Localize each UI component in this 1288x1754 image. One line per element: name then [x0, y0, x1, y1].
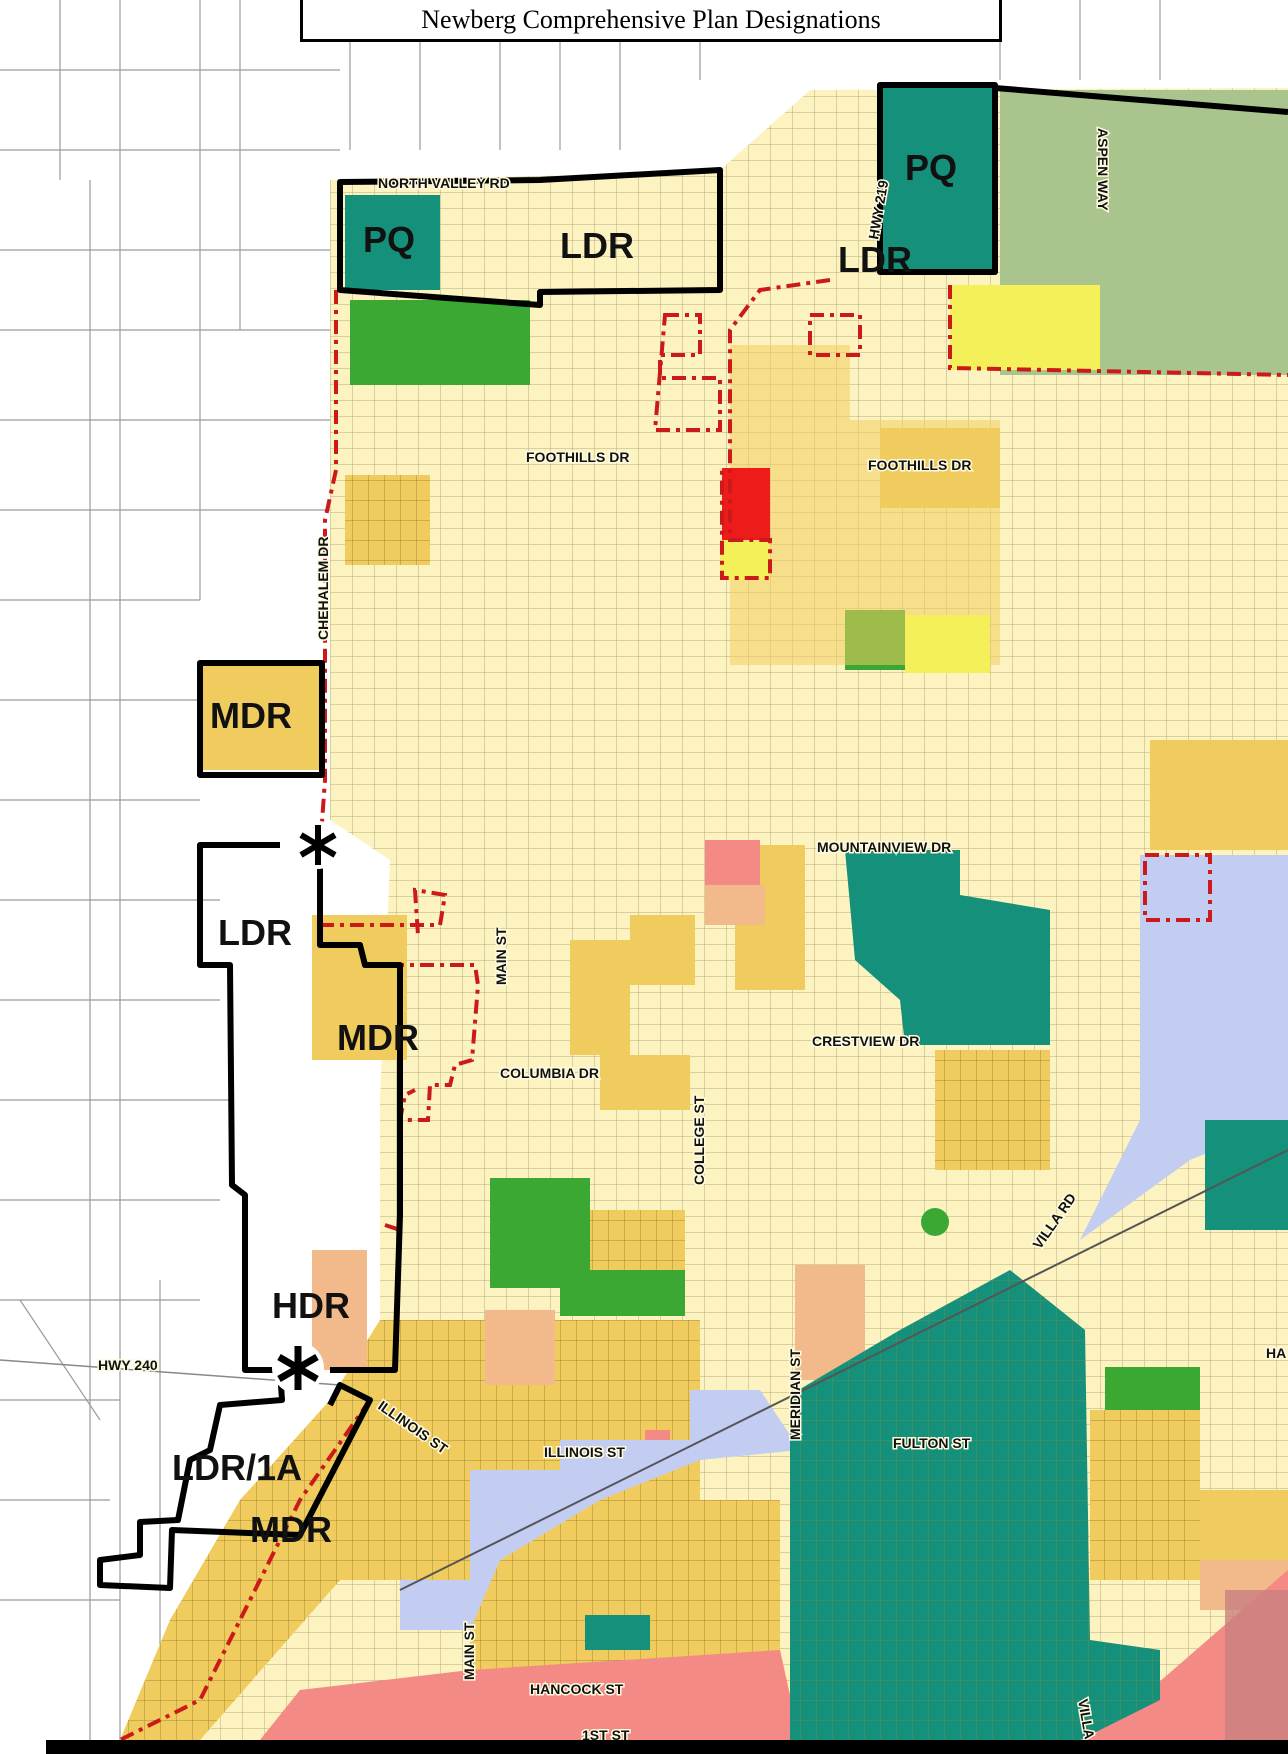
- street-edge-ha: HA: [1266, 1345, 1286, 1361]
- street-aspen-way: ASPEN WAY: [1095, 128, 1111, 211]
- park-central-2: [560, 1268, 685, 1316]
- zone-pq-south-lots: [790, 1270, 1160, 1740]
- zone-mdr-west: MDR: [210, 695, 292, 736]
- zone-pq-east-edge: [1205, 1120, 1288, 1230]
- street-illinois-st-east: ILLINOIS ST: [544, 1444, 625, 1460]
- zone-ldr-1a: LDR/1A: [172, 1447, 302, 1488]
- zone-pq-west: PQ: [363, 219, 415, 260]
- park-circle: [921, 1208, 949, 1236]
- industrial-zones: [400, 855, 1288, 1630]
- study-area-boundaries: [97, 82, 1288, 1591]
- street-college-st: COLLEGE ST: [691, 1095, 707, 1185]
- rail-line: [399, 1149, 1288, 1591]
- street-meridian-st: MERIDIAN ST: [787, 1349, 803, 1440]
- zone-yellow-bright: [950, 285, 1100, 370]
- zone-mdr-mid: MDR: [337, 1017, 419, 1058]
- zone-pq-mountainview: [845, 850, 1050, 1045]
- map-title: Newberg Comprehensive Plan Designations: [300, 0, 1002, 42]
- street-foothills-dr-east: FOOTHILLS DR: [868, 457, 971, 473]
- zone-hdr: HDR: [272, 1285, 350, 1326]
- zone-pq-east-fill: [880, 85, 995, 270]
- street-1st-st: 1ST ST: [582, 1727, 630, 1743]
- zone-commercial-east: [1225, 1590, 1288, 1740]
- zone-pq-east: PQ: [905, 147, 957, 188]
- street-fulton-st: FULTON ST: [893, 1435, 971, 1451]
- street-foothills-dr-west: FOOTHILLS DR: [526, 449, 629, 465]
- zone-pq-west-fill: [345, 195, 440, 290]
- star-south: [272, 1342, 324, 1394]
- street-columbia-dr: COLUMBIA DR: [500, 1065, 599, 1081]
- zone-ldr-yellow-1: [720, 540, 770, 580]
- zone-ldr-yellow-2: [905, 615, 990, 673]
- street-north-valley-rd: NORTH VALLEY RD: [378, 175, 510, 191]
- street-main-st-south: MAIN ST: [461, 1622, 477, 1680]
- park-east: [1105, 1367, 1200, 1415]
- street-chehalem-dr: CHEHALEM DR: [315, 537, 331, 640]
- zone-mdr-south: MDR: [250, 1509, 332, 1550]
- park-northwest: [350, 300, 530, 385]
- bottom-border-bar: [46, 1740, 1288, 1754]
- zone-ldr-west: LDR: [218, 912, 292, 953]
- star-north: [294, 821, 342, 869]
- street-hwy-240: HWY 240: [98, 1357, 158, 1373]
- street-crestview-dr: CRESTVIEW DR: [812, 1033, 919, 1049]
- zone-ldr-north: LDR: [560, 225, 634, 266]
- street-main-st-north: MAIN ST: [493, 927, 509, 985]
- street-mountainview-dr: MOUNTAINVIEW DR: [817, 839, 951, 855]
- zone-pq-hancock: [585, 1615, 650, 1650]
- zone-ldr-hwy: LDR: [838, 239, 912, 280]
- hdr-zones: [312, 885, 1288, 1610]
- street-hancock-st: HANCOCK ST: [530, 1681, 624, 1697]
